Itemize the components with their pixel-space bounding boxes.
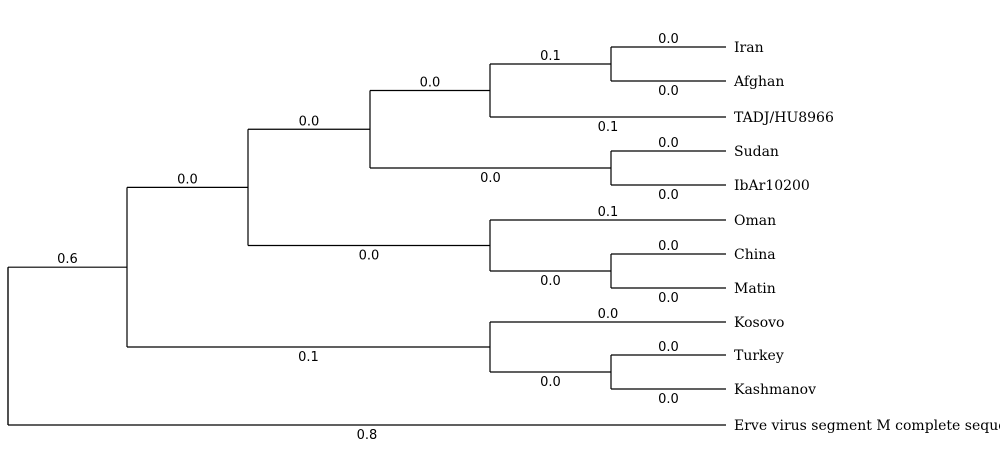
branch-length-label: 0.0: [540, 274, 561, 289]
branch-length-label: 0.6: [57, 252, 78, 267]
branch-length-label: 0.0: [480, 171, 501, 186]
branch-length-label: 0.0: [299, 114, 320, 129]
branch-length-label: 0.1: [298, 350, 319, 365]
branch-length-label: 0.1: [598, 205, 619, 220]
taxon-labels: IranAfghanTADJ/HU8966SudanIbAr10200OmanC…: [733, 40, 1000, 434]
taxon-label-turkey: Turkey: [734, 348, 784, 364]
taxon-label-iran: Iran: [734, 40, 764, 56]
taxon-label-sudan: Sudan: [734, 144, 779, 160]
branch-length-label: 0.0: [658, 392, 679, 407]
taxon-label-kosovo: Kosovo: [734, 315, 784, 331]
branch-length-label: 0.0: [658, 84, 679, 99]
branch-length-label: 0.0: [658, 291, 679, 306]
taxon-label-erve: Erve virus segment M complete sequence: [734, 418, 1000, 434]
branch-length-label: 0.1: [598, 120, 619, 135]
taxon-label-matin: Matin: [734, 281, 776, 297]
branch-length-labels: 0.6 0.8 0.0 0.1 0.0 0.0 0.0 0.0 0.1 0.1 0.0 0.0 0.0 0…: [57, 32, 679, 443]
branch-length-label: 0.1: [540, 49, 561, 64]
branch-length-label: 0.0: [420, 76, 441, 91]
taxon-label-china: China: [734, 247, 776, 263]
branch-length-label: 0.0: [658, 188, 679, 203]
taxon-label-afghan: Afghan: [733, 74, 784, 90]
branch-length-label: 0.0: [540, 375, 561, 390]
branch-length-label: 0.0: [658, 239, 679, 254]
branch-length-label: 0.0: [658, 32, 679, 47]
branch-length-label: 0.0: [359, 249, 380, 264]
taxon-label-kashmanov: Kashmanov: [734, 382, 816, 398]
taxon-label-oman: Oman: [734, 213, 776, 229]
branch-length-label: 0.8: [357, 428, 378, 443]
taxon-label-tadj: TADJ/HU8966: [734, 110, 834, 126]
taxon-label-ibar: IbAr10200: [734, 178, 810, 194]
tree-branches: [7, 46, 726, 426]
branch-length-label: 0.0: [177, 172, 198, 187]
branch-length-label: 0.0: [658, 136, 679, 151]
branch-length-label: 0.0: [598, 307, 619, 322]
branch-length-label: 0.0: [658, 340, 679, 355]
